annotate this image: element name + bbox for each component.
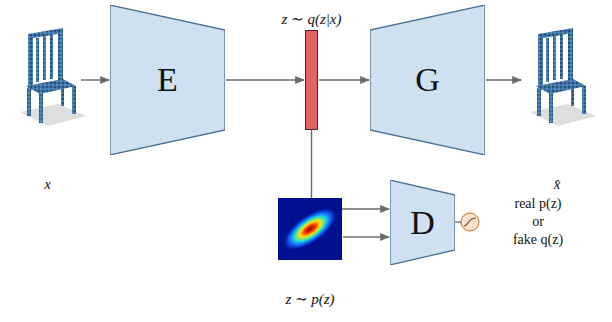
- latent-bar: z ∼ q(z|x): [305, 30, 318, 130]
- arrow-connector: [319, 79, 369, 80]
- discriminator-trapezoid: D: [390, 180, 455, 265]
- block-letter: D: [410, 204, 435, 242]
- shape-label: x̂: [554, 176, 561, 193]
- block-letter: E: [157, 61, 178, 99]
- output-label: or: [532, 214, 544, 230]
- arrow-connector: [486, 79, 521, 80]
- output-label: real p(z): [514, 196, 561, 212]
- generator-trapezoid: G: [370, 5, 485, 155]
- arrow-connector: [343, 236, 389, 237]
- block-letter: G: [415, 61, 440, 99]
- arrow-connector: [312, 130, 390, 209]
- output-chair: [530, 28, 596, 126]
- arrow-connector: [226, 79, 304, 80]
- wire: [455, 221, 461, 222]
- prior-label: z ∼ p(z): [285, 290, 334, 308]
- sigmoid-symbol: [464, 218, 476, 226]
- latent-label: z ∼ q(z|x): [281, 10, 341, 28]
- gaussian-heatmap: [278, 198, 342, 260]
- encoder-trapezoid: E: [110, 5, 225, 155]
- output-shape: x̂: [522, 28, 592, 198]
- sigmoid-circle: [461, 213, 479, 231]
- input-shape: x: [15, 28, 80, 198]
- input-chair: [20, 28, 86, 126]
- shape-label: x: [44, 176, 51, 193]
- arrow-connector: [81, 79, 109, 80]
- prior-image: z ∼ p(z): [278, 198, 342, 260]
- output-label: fake q(z): [513, 232, 563, 248]
